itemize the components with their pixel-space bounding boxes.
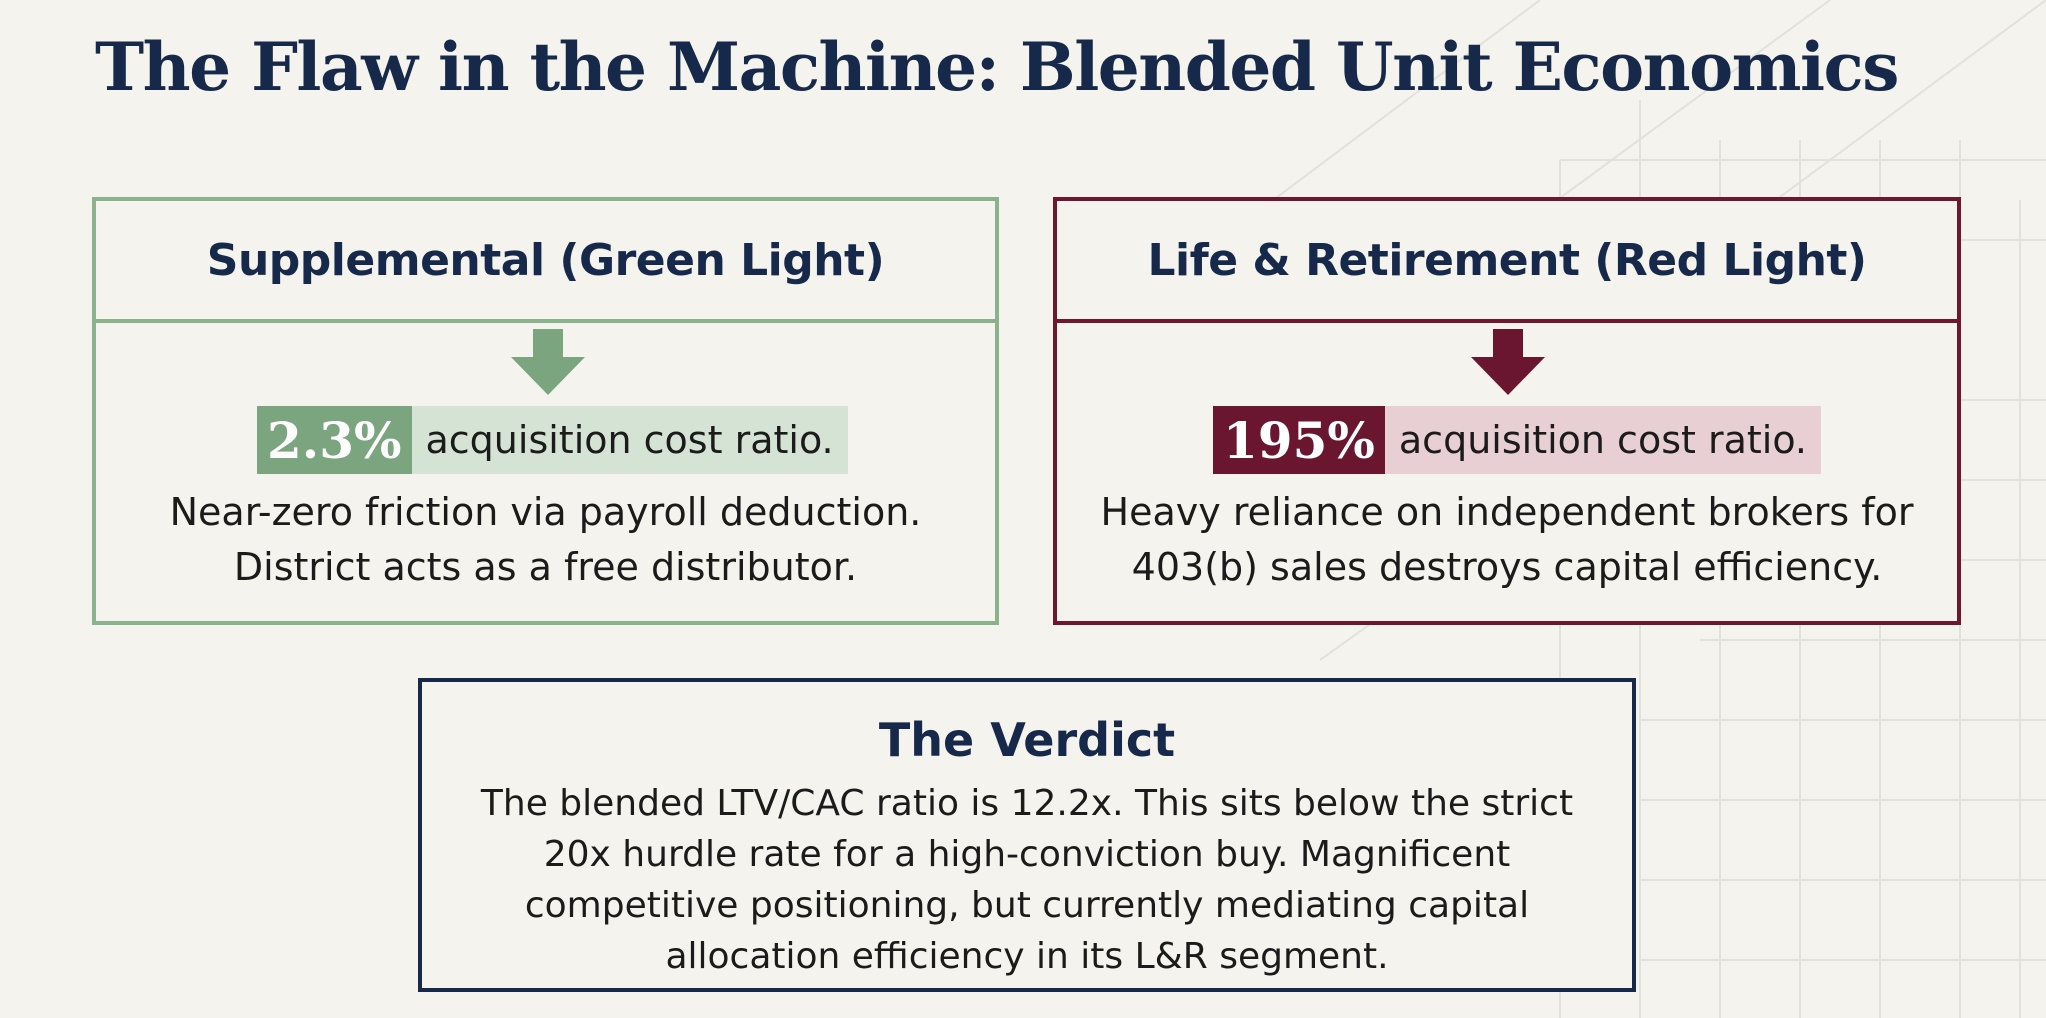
life-retirement-body-line: Heavy reliance on independent brokers fo… bbox=[1100, 490, 1914, 534]
supplemental-metric-label: acquisition cost ratio. bbox=[411, 406, 848, 474]
supplemental-metric-value: 2.3% bbox=[257, 406, 412, 474]
supplemental-card-body: Near-zero friction via payroll deduction… bbox=[96, 485, 995, 595]
verdict-body: The blended LTV/CAC ratio is 12.2x. This… bbox=[422, 778, 1632, 982]
verdict-body-line: competitive positioning, but currently m… bbox=[524, 885, 1530, 926]
verdict-body-line: allocation efficiency in its L&R segment… bbox=[665, 936, 1389, 977]
supplemental-body-line: Near-zero friction via payroll deduction… bbox=[169, 490, 922, 534]
supplemental-metric: 2.3% acquisition cost ratio. bbox=[257, 406, 848, 474]
life-retirement-card-body: Heavy reliance on independent brokers fo… bbox=[1057, 485, 1957, 595]
supplemental-body-line: District acts as a free distributor. bbox=[233, 545, 858, 589]
life-retirement-card: Life & Retirement (Red Light) 195% acqui… bbox=[1053, 197, 1961, 625]
supplemental-card: Supplemental (Green Light) 2.3% acquisit… bbox=[92, 197, 999, 625]
verdict-body-line: 20x hurdle rate for a high-conviction bu… bbox=[543, 834, 1511, 875]
life-retirement-card-header: Life & Retirement (Red Light) bbox=[1057, 201, 1957, 323]
page-title: The Flaw in the Machine: Blended Unit Ec… bbox=[95, 28, 1899, 106]
verdict-body-line: The blended LTV/CAC ratio is 12.2x. This… bbox=[480, 783, 1574, 824]
life-retirement-body-line: 403(b) sales destroys capital efficiency… bbox=[1131, 545, 1883, 589]
life-retirement-metric-value: 195% bbox=[1213, 406, 1385, 474]
verdict-title: The Verdict bbox=[878, 713, 1176, 767]
arrow-down-icon bbox=[511, 329, 585, 395]
verdict-box: The Verdict The blended LTV/CAC ratio is… bbox=[418, 678, 1636, 992]
life-retirement-metric-label: acquisition cost ratio. bbox=[1384, 406, 1822, 474]
supplemental-card-header: Supplemental (Green Light) bbox=[96, 201, 995, 323]
life-retirement-metric: 195% acquisition cost ratio. bbox=[1213, 406, 1822, 474]
arrow-down-icon bbox=[1471, 329, 1545, 395]
